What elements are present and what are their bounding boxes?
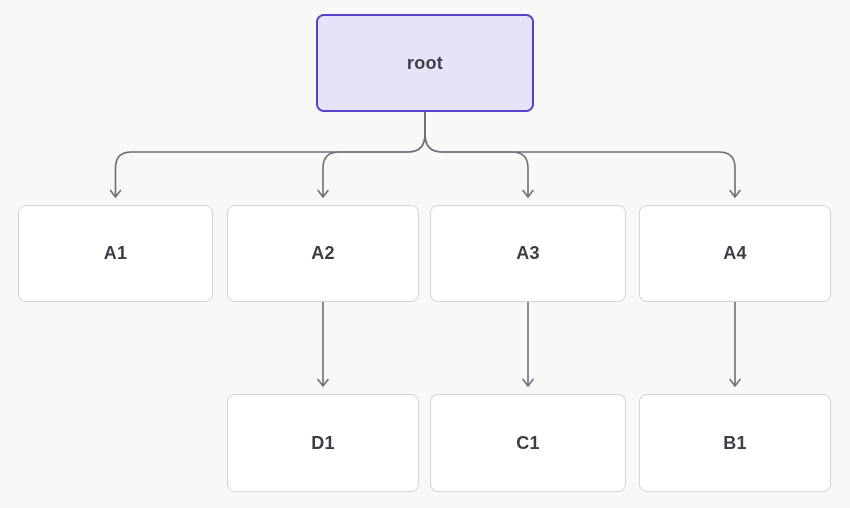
node-A4[interactable]: A4 xyxy=(639,205,831,302)
node-label: A2 xyxy=(311,243,335,263)
arrowhead-root-A3 xyxy=(522,189,534,199)
edge-root-A3 xyxy=(424,112,529,197)
node-B1[interactable]: B1 xyxy=(639,394,831,492)
arrowhead-A4-B1 xyxy=(729,378,741,388)
edge-root-A2 xyxy=(322,112,426,197)
arrowhead-root-A4 xyxy=(729,189,741,199)
node-label: D1 xyxy=(311,432,335,453)
node-A1[interactable]: A1 xyxy=(18,205,213,302)
node-label: A1 xyxy=(103,243,128,263)
edge-root-A1 xyxy=(114,112,426,197)
node-A2[interactable]: A2 xyxy=(227,205,419,302)
node-label: root xyxy=(406,52,444,73)
edge-root-A4 xyxy=(424,112,736,197)
node-label: B1 xyxy=(723,432,747,453)
arrowhead-A2-D1 xyxy=(317,378,329,388)
arrowhead-root-A2 xyxy=(317,189,329,199)
node-A3[interactable]: A3 xyxy=(430,205,626,302)
node-D1[interactable]: D1 xyxy=(227,394,419,492)
node-root[interactable]: root xyxy=(316,14,534,112)
arrowhead-A3-C1 xyxy=(522,378,534,388)
arrowhead-root-A1 xyxy=(109,189,122,199)
node-label: A3 xyxy=(516,243,540,263)
node-label: C1 xyxy=(516,432,540,453)
node-C1[interactable]: C1 xyxy=(430,394,626,492)
node-label: A4 xyxy=(723,243,747,263)
